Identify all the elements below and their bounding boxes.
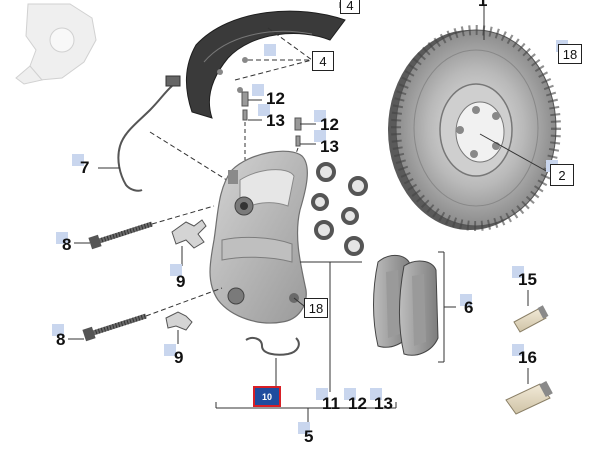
callout-15[interactable]: 15 [518,270,537,289]
marker [258,104,270,116]
wear-sensor-cable [117,85,173,192]
brake-caliper [209,150,308,324]
lubricant-tube-15 [513,305,549,333]
callout-12[interactable]: 12 [348,394,367,413]
marker [52,324,64,336]
callout-12[interactable]: 12 [266,89,285,108]
callout-6[interactable]: 6 [464,298,474,317]
callout-11[interactable]: 11 [322,394,340,413]
marker [72,154,84,166]
marker [344,388,356,400]
callout-18-disc[interactable]: 18 [558,44,582,64]
marker [314,130,326,142]
anti-rattle-springs [165,219,207,331]
callout-10-selected[interactable]: 10 [253,386,281,407]
piston-seals [311,162,368,256]
callout-9[interactable]: 9 [176,272,186,291]
callout-4[interactable]: 4 [312,51,334,71]
marker [314,110,326,122]
marker [512,344,524,356]
marker [316,388,328,400]
callout-13[interactable]: 13 [374,394,393,413]
marker [56,232,68,244]
callout-4-top[interactable]: 4 [340,0,360,14]
callout-13[interactable]: 13 [320,137,339,156]
callout-8[interactable]: 8 [62,235,72,254]
steering-knuckle [15,3,97,85]
callout-5[interactable]: 5 [304,427,314,446]
bleed-screws [241,91,302,147]
callout-7[interactable]: 7 [80,158,90,177]
callout-12[interactable]: 12 [320,115,339,134]
callout-2[interactable]: 2 [550,164,574,186]
marker [370,388,382,400]
marker [164,344,176,356]
caliper-wear-sensor [245,337,300,356]
lubricant-tube-16 [505,380,553,415]
callout-18-caliper[interactable]: 18 [304,298,328,318]
marker [298,422,310,434]
callout-9[interactable]: 9 [174,348,184,367]
callout-1[interactable]: 1 [478,0,488,10]
brake-disc [388,25,561,231]
callout-8[interactable]: 8 [56,330,66,349]
marker [170,264,182,276]
marker [252,84,264,96]
callout-13[interactable]: 13 [266,111,285,130]
marker [460,294,472,306]
marker [512,266,524,278]
caliper-bolts [82,221,153,342]
callout-16[interactable]: 16 [518,348,537,367]
brake-pads [373,255,439,356]
dust-shield [185,10,346,119]
marker [264,44,276,56]
